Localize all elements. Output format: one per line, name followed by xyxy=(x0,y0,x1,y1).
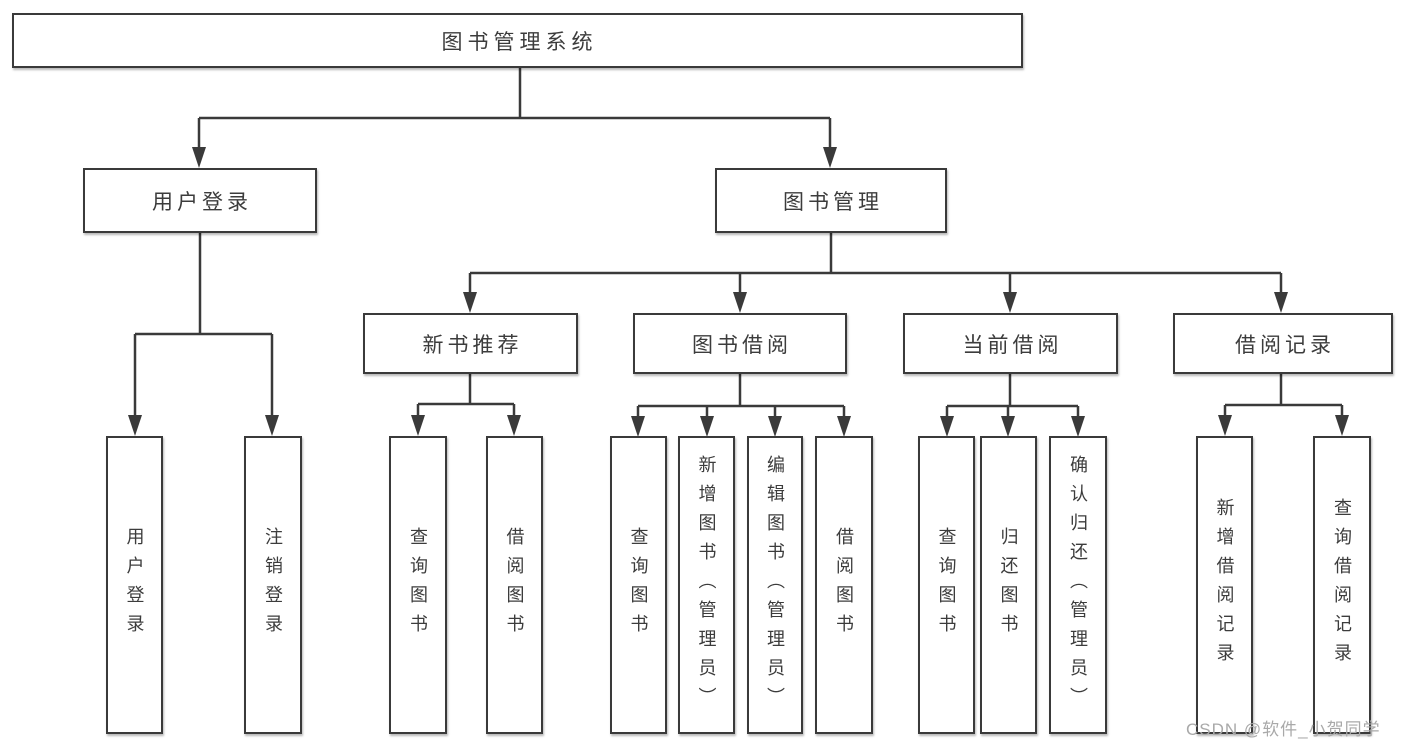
leaf-confirm-return-admin-label: 确认归还（管理员） xyxy=(1068,454,1088,716)
leaf-user-login: 用户登录 xyxy=(106,436,163,734)
node-borrow-records-label: 借阅记录 xyxy=(1235,333,1335,357)
leaf-edit-books-admin-label: 编辑图书（管理员） xyxy=(765,454,785,716)
node-new-book-rec-label: 新书推荐 xyxy=(422,333,523,357)
arrowhead-icons xyxy=(128,147,1349,437)
leaf-add-borrow-record: 新增借阅记录 xyxy=(1196,436,1253,734)
leaf-add-books-admin: 新增图书（管理员） xyxy=(678,436,735,734)
node-current-borrow: 当前借阅 xyxy=(903,313,1118,374)
node-user-login-label: 用户登录 xyxy=(152,190,252,214)
node-book-borrow-label: 图书借阅 xyxy=(692,333,792,357)
node-book-mgmt-label: 图书管理 xyxy=(783,190,883,214)
leaf-add-borrow-record-label: 新增借阅记录 xyxy=(1214,498,1235,672)
node-user-login: 用户登录 xyxy=(83,168,317,233)
leaf-query-books-current: 查询图书 xyxy=(918,436,975,734)
leaf-logout-label: 注销登录 xyxy=(263,527,283,643)
leaf-query-books-rec: 查询图书 xyxy=(389,436,447,734)
csdn-watermark: CSDN @软件_小贺同学 xyxy=(1186,720,1381,739)
leaf-logout: 注销登录 xyxy=(244,436,302,734)
leaf-edit-books-admin: 编辑图书（管理员） xyxy=(747,436,803,734)
leaf-query-books-borrow: 查询图书 xyxy=(610,436,667,734)
node-book-mgmt: 图书管理 xyxy=(715,168,947,233)
leaf-return-books: 归还图书 xyxy=(980,436,1037,734)
node-current-borrow-label: 当前借阅 xyxy=(962,333,1063,357)
leaf-borrow-books-rec: 借阅图书 xyxy=(486,436,543,734)
node-new-book-rec: 新书推荐 xyxy=(363,313,578,374)
leaf-query-borrow-record: 查询借阅记录 xyxy=(1313,436,1371,734)
node-root: 图书管理系统 xyxy=(12,13,1023,68)
leaf-query-books-rec-label: 查询图书 xyxy=(408,527,428,643)
leaf-query-borrow-record-label: 查询借阅记录 xyxy=(1332,498,1352,672)
leaf-user-login-label: 用户登录 xyxy=(124,527,145,643)
leaf-add-books-admin-label: 新增图书（管理员） xyxy=(696,454,717,716)
leaf-borrow-books-label: 借阅图书 xyxy=(834,527,854,643)
leaf-borrow-books-rec-label: 借阅图书 xyxy=(504,527,525,643)
node-book-borrow: 图书借阅 xyxy=(633,313,847,374)
leaf-borrow-books: 借阅图书 xyxy=(815,436,873,734)
leaf-query-books-current-label: 查询图书 xyxy=(936,527,957,643)
leaf-return-books-label: 归还图书 xyxy=(998,527,1019,643)
leaf-query-books-borrow-label: 查询图书 xyxy=(628,527,649,643)
leaf-confirm-return-admin: 确认归还（管理员） xyxy=(1049,436,1107,734)
node-borrow-records: 借阅记录 xyxy=(1173,313,1393,374)
node-root-label: 图书管理系统 xyxy=(441,30,598,54)
